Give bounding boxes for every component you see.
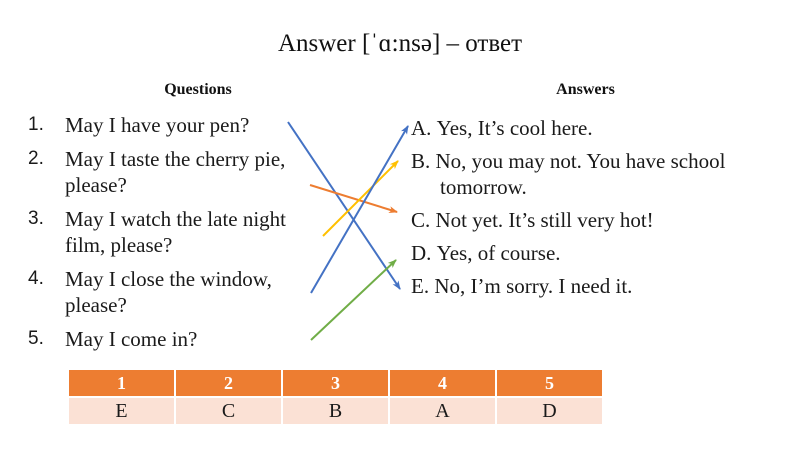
question-item-5: 5. May I come in? — [28, 326, 328, 352]
answer-text: No, I’m sorry. I need it. — [434, 274, 633, 298]
answer-key-value-cell: E — [69, 398, 174, 424]
answer-item-A: A. Yes, It’s cool here. — [411, 115, 785, 141]
answers-column-header: Answers — [556, 81, 615, 98]
answer-item-C: C. Not yet. It’s still very hot! — [411, 207, 785, 233]
answer-item-B: B. No, you may not. You have school tomo… — [411, 148, 785, 200]
question-text: May I close the window, please? — [65, 267, 272, 317]
question-text: May I taste the cherry pie, please? — [65, 147, 286, 197]
question-number: 1. — [28, 114, 44, 135]
answer-letter: E. — [411, 274, 430, 298]
answers-list: A. Yes, It’s cool here. B. No, you may n… — [411, 115, 785, 306]
questions-list: 1. May I have your pen? 2. May I taste t… — [28, 112, 328, 360]
answer-item-E: E. No, I’m sorry. I need it. — [411, 273, 785, 299]
question-item-1: 1. May I have your pen? — [28, 112, 328, 138]
question-item-2: 2. May I taste the cherry pie, please? — [28, 146, 328, 198]
slide-title: Answer [ˈɑ:nsə] – ответ — [277, 30, 523, 57]
answer-letter: D. — [411, 241, 432, 265]
answer-letter: B. — [411, 149, 431, 173]
arrow-q3-to-B — [322, 160, 399, 237]
answer-key-table: 1 2 3 4 5 E C B A D — [69, 370, 602, 424]
answer-text: Yes, It’s cool here. — [436, 116, 593, 140]
answer-key-header-cell: 3 — [283, 370, 388, 396]
answer-item-D: D. Yes, of course. — [411, 240, 785, 266]
answer-key-value-cell: C — [176, 398, 281, 424]
question-item-4: 4. May I close the window, please? — [28, 266, 328, 318]
answer-key-header-cell: 1 — [69, 370, 174, 396]
answer-key-value-cell: D — [497, 398, 602, 424]
answer-key-value-cell: B — [283, 398, 388, 424]
answer-key-header-cell: 5 — [497, 370, 602, 396]
question-number: 5. — [28, 328, 44, 349]
answer-letter: C. — [411, 208, 431, 232]
answer-text: No, you may not. You have school tomorro… — [435, 149, 726, 199]
answer-key-value-cell: A — [390, 398, 495, 424]
question-number: 4. — [28, 268, 44, 289]
question-text: May I come in? — [65, 327, 198, 351]
question-number: 2. — [28, 148, 44, 169]
question-item-3: 3. May I watch the late night film, plea… — [28, 206, 328, 258]
answer-text: Yes, of course. — [436, 241, 561, 265]
answer-key-header-cell: 4 — [390, 370, 495, 396]
answer-text: Not yet. It’s still very hot! — [435, 208, 654, 232]
answer-key-header-cell: 2 — [176, 370, 281, 396]
question-text: May I have your pen? — [65, 113, 250, 137]
question-number: 3. — [28, 208, 44, 229]
question-text: May I watch the late night film, please? — [65, 207, 287, 257]
questions-column-header: Questions — [164, 81, 232, 98]
answer-letter: A. — [411, 116, 432, 140]
